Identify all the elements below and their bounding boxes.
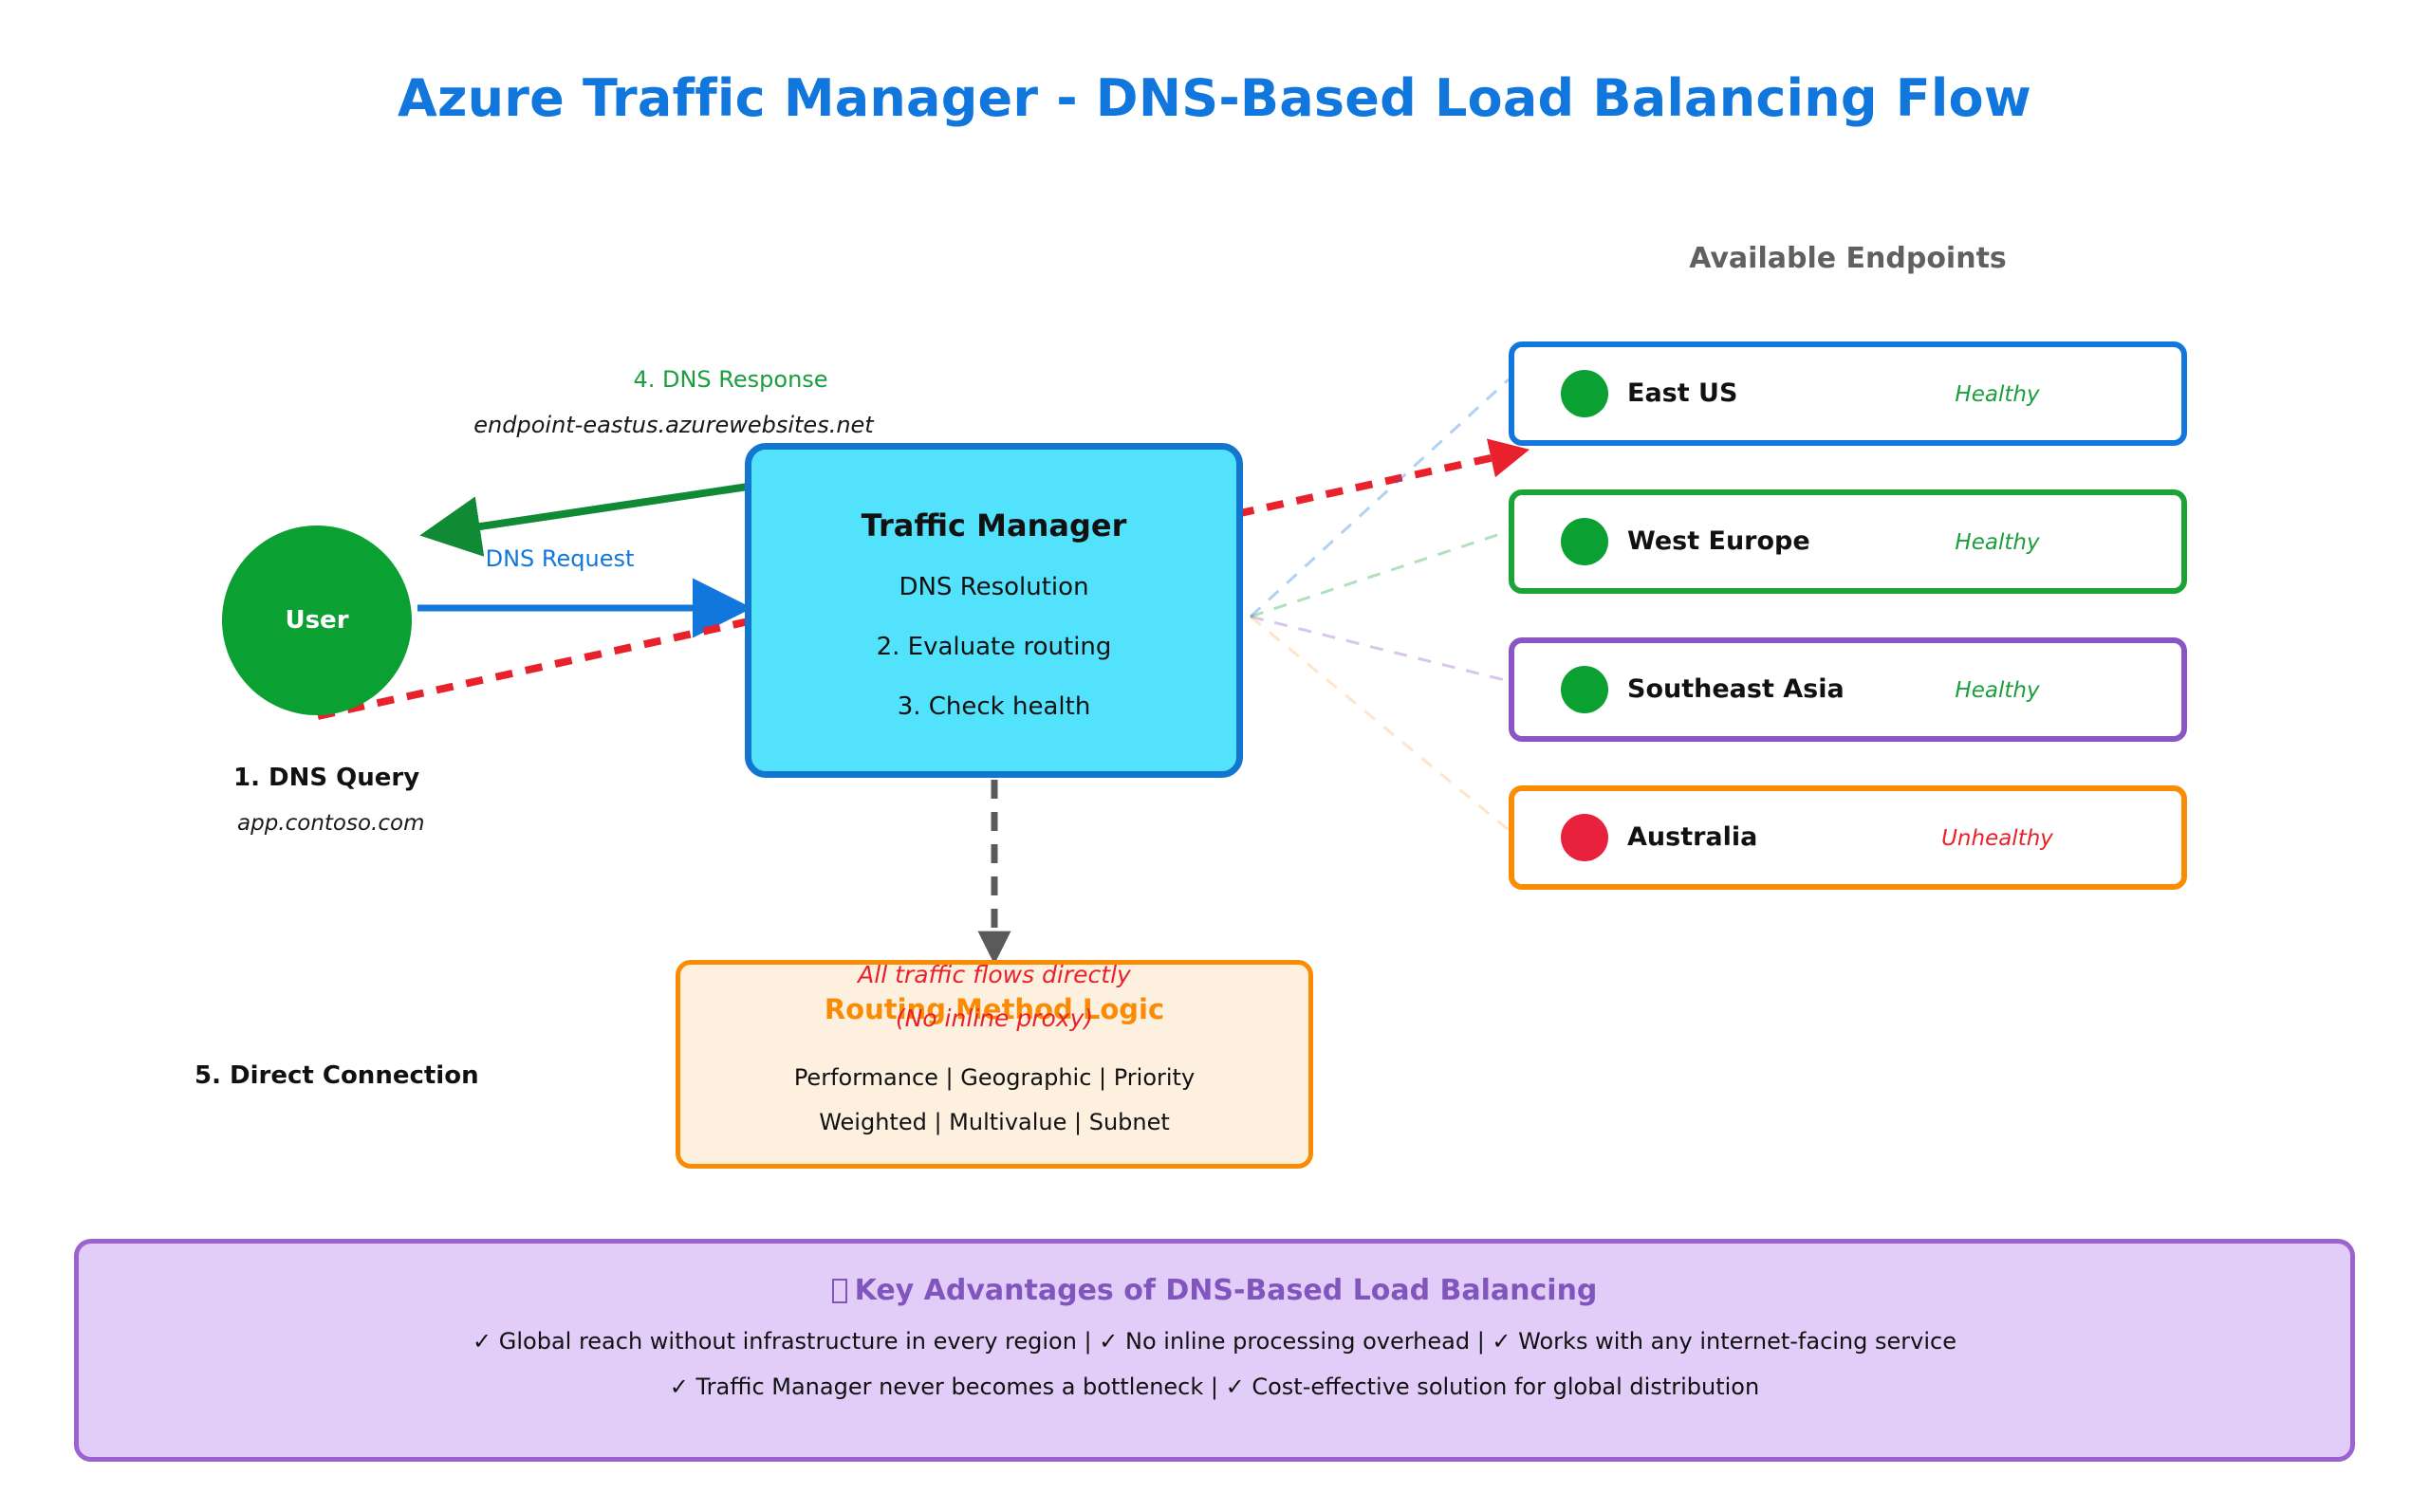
endpoint-name: West Europe: [1627, 526, 1810, 556]
endpoint-status-badge: Healthy: [1955, 382, 2040, 407]
routing-method-title: Routing Method Logic: [824, 993, 1165, 1025]
user-node-label: User: [285, 606, 349, 635]
dns-response-label: 4. DNS Response: [633, 366, 828, 393]
endpoint-status-dot-icon: [1561, 518, 1608, 565]
traffic-manager-node[interactable]: [745, 443, 1243, 778]
routing-method-box[interactable]: [676, 960, 1313, 1169]
endpoint-status-dot-icon: [1561, 666, 1608, 713]
key-advantages-title: Key Advantages of DNS-Based Load Balanci…: [74, 1274, 2355, 1307]
endpoint-card[interactable]: [1509, 637, 2187, 742]
endpoint-card[interactable]: [1509, 341, 2187, 446]
endpoint-name: Southeast Asia: [1627, 674, 1845, 704]
endpoint-name: Australia: [1627, 822, 1758, 852]
traffic-manager-title: Traffic Manager: [861, 507, 1127, 544]
key-advantages-line-1: ✓ Global reach without infrastructure in…: [473, 1328, 1956, 1355]
endpoint-status-badge: Healthy: [1955, 678, 2040, 703]
dns-request-label: DNS Request: [485, 545, 635, 572]
endpoint-card[interactable]: [1509, 489, 2187, 594]
endpoint-fqdn-label: endpoint-eastus.azurewebsites.net: [473, 412, 874, 438]
endpoint-status-badge: Unhealthy: [1941, 826, 2053, 851]
endpoint-name: East US: [1627, 378, 1738, 408]
key-advantages-line-2: ✓ Traffic Manager never becomes a bottle…: [669, 1374, 1760, 1400]
dns-query-domain: app.contoso.com: [237, 811, 425, 836]
routing-method-row-2: Weighted | Multivalue | Subnet: [819, 1109, 1170, 1135]
key-advantages-title-text: Key Advantages of DNS-Based Load Balanci…: [854, 1274, 1598, 1307]
routing-method-row-1: Performance | Geographic | Priority: [793, 1064, 1196, 1091]
direct-flow-note-line-2: (No inline proxy): [895, 1005, 1094, 1032]
missing-glyph-icon: [831, 1279, 847, 1303]
endpoint-status-dot-icon: [1561, 370, 1608, 417]
dns-query-step-label: 1. DNS Query: [233, 764, 420, 792]
traffic-manager-line-2: 2. Evaluate routing: [876, 633, 1112, 661]
key-advantages-box: [74, 1239, 2355, 1462]
traffic-manager-line-1: DNS Resolution: [899, 573, 1089, 601]
traffic-manager-line-3: 3. Check health: [897, 692, 1091, 721]
endpoint-link-lines: [1249, 378, 1511, 832]
endpoints-panel-title: Available Endpoints: [1689, 242, 2007, 275]
direct-flow-note-line-1: All traffic flows directly: [858, 961, 1131, 988]
endpoint-status-dot-icon: [1561, 814, 1608, 861]
page-title: Azure Traffic Manager - DNS-Based Load B…: [398, 68, 2031, 128]
endpoint-status-badge: Healthy: [1955, 530, 2040, 555]
direct-connection-step-label: 5. Direct Connection: [195, 1061, 479, 1090]
endpoint-card[interactable]: [1509, 785, 2187, 890]
user-node[interactable]: User: [222, 526, 412, 715]
